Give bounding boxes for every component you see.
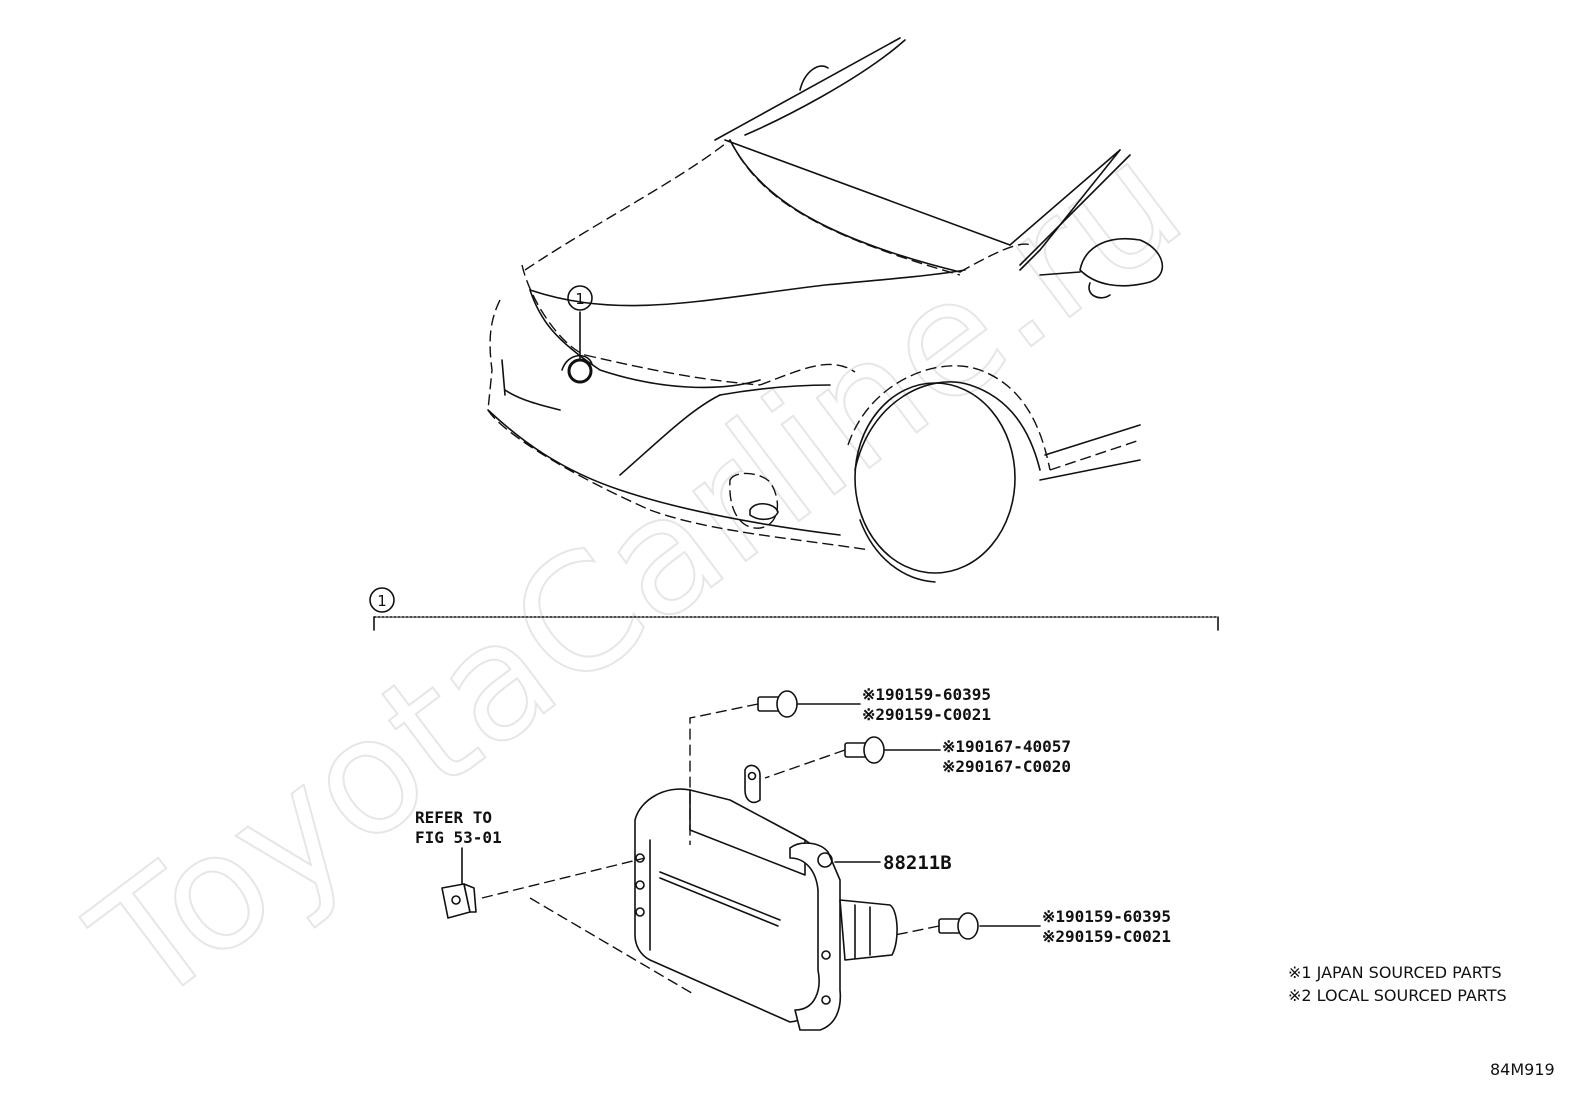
section-bracket [369, 587, 1219, 631]
section-marker: 1 [377, 592, 387, 610]
refer-to-label-1: REFER TO [415, 808, 492, 827]
callout-marker: 1 [575, 290, 585, 308]
bolt-bottom [938, 912, 979, 940]
bolt-bottom-label-1: ※190159-60395 [1042, 907, 1171, 926]
figure-code: 84M919 [1490, 1060, 1555, 1079]
main-part-number: 88211B [883, 852, 952, 874]
refer-to-label-2: FIG 53-01 [415, 828, 502, 847]
car-illustration [487, 37, 1164, 583]
bolt-mid-label-1: ※190167-40057 [942, 737, 1071, 756]
bolt-top-label-2: ※290159-C0021 [862, 705, 991, 724]
radar-sensor-drawing [441, 690, 1041, 1031]
bolt-middle [844, 736, 885, 764]
legend-local-sourced: ※2 LOCAL SOURCED PARTS [1288, 986, 1507, 1005]
bolt-bottom-label-2: ※290159-C0021 [1042, 927, 1171, 946]
bolt-mid-label-2: ※290167-C0020 [942, 757, 1071, 776]
legend-japan-sourced: ※1 JAPAN SOURCED PARTS [1288, 963, 1502, 982]
bolt-top-label-1: ※190159-60395 [862, 685, 991, 704]
bolt-top [757, 690, 798, 718]
